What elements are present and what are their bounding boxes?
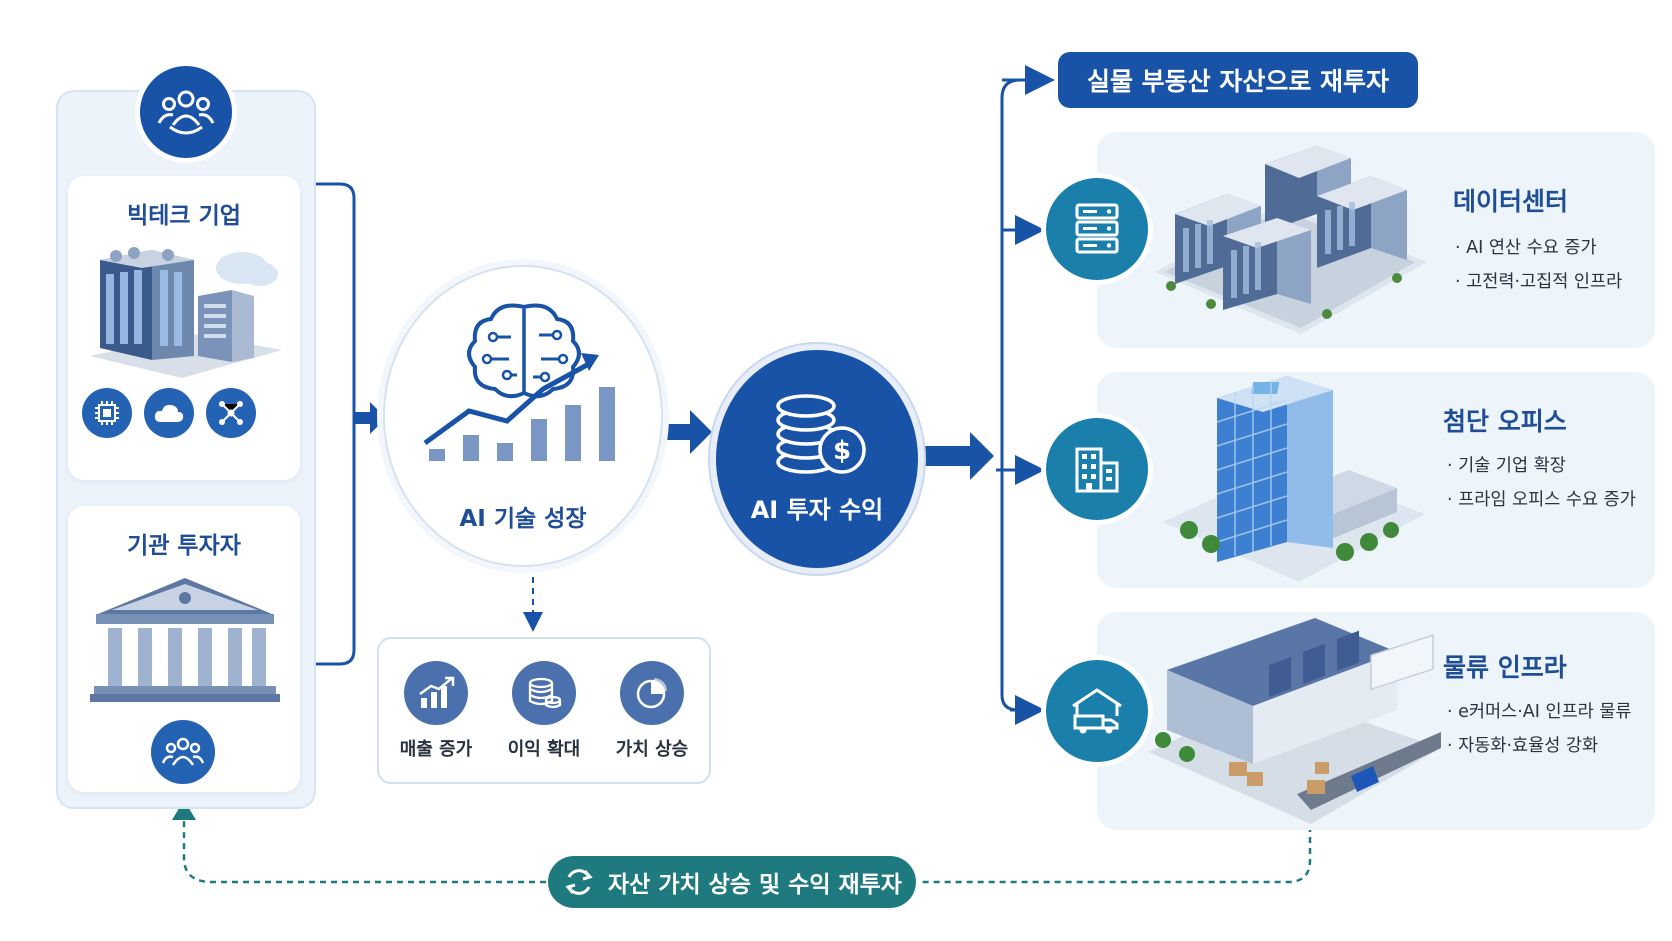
office-building-icon <box>1046 418 1148 520</box>
asset-title-office: 첨단 오피스 <box>1443 407 1567 436</box>
network-icon <box>206 388 256 438</box>
arrow-to-assets <box>920 432 994 480</box>
ai-brain-growth-icon <box>423 303 615 461</box>
asset-bullet-datacenter-1: AI 연산 수요 증가 <box>1455 234 1596 259</box>
result-label-value: 가치 상승 <box>615 739 689 760</box>
bank-building-illustration <box>90 578 280 702</box>
result-label-sales: 매출 증가 <box>399 739 473 760</box>
chip-icon <box>82 388 132 438</box>
coin-stack-icon <box>512 661 576 725</box>
result-item-value: 가치 상승 <box>607 661 697 761</box>
asset-card-datacenter: 데이터센터 AI 연산 수요 증가 고전력·고집적 인프라 <box>1097 132 1655 348</box>
result-item-profit: 이익 확대 <box>499 661 589 761</box>
ai-growth-node: AI 기술 성장 <box>383 265 663 567</box>
asset-title-datacenter: 데이터센터 <box>1453 187 1569 216</box>
server-rack-icon <box>1046 178 1148 280</box>
refresh-cycle-icon <box>565 869 593 895</box>
source-bracket <box>312 182 356 666</box>
distribution-trunk <box>1000 78 1021 712</box>
cloud-icon <box>144 388 194 438</box>
asset-bullet-logistics-2: 자동화·효율성 강화 <box>1447 732 1598 757</box>
bar-growth-icon <box>404 661 468 725</box>
server-building-illustration <box>90 247 282 378</box>
ai-revenue-label: AI 투자 수익 <box>750 496 884 524</box>
bigtech-card: 빅테크 기업 <box>68 176 300 480</box>
ai-revenue-node: $ AI 투자 수익 <box>716 350 918 568</box>
ai-growth-label: AI 기술 성장 <box>459 506 587 532</box>
reinvestment-loop-banner: 자산 가치 상승 및 수익 재투자 <box>548 856 916 908</box>
asset-card-office: 첨단 오피스 기술 기업 확장 프라임 오피스 수요 증가 <box>1097 372 1655 588</box>
result-item-sales: 매출 증가 <box>391 661 481 761</box>
asset-bullet-office-2: 프라임 오피스 수요 증가 <box>1447 486 1636 511</box>
financial-results-box: 매출 증가 이익 확대 가치 상승 <box>377 637 711 784</box>
datacenter-illustration <box>1155 146 1427 334</box>
warehouse-truck-icon <box>1046 660 1148 762</box>
investor-group-icon <box>140 66 232 158</box>
warehouse-illustration <box>1149 618 1441 824</box>
arrow-to-growth <box>354 402 386 434</box>
office-tower-illustration <box>1163 376 1425 582</box>
result-label-profit: 이익 확대 <box>507 739 581 760</box>
reinvest-banner: 실물 부동산 자산으로 재투자 <box>1058 52 1418 108</box>
coin-dollar-icon: $ <box>776 394 866 474</box>
asset-bullet-office-1: 기술 기업 확장 <box>1447 452 1566 477</box>
institutional-card: 기관 투자자 <box>68 506 300 792</box>
pie-chart-icon <box>620 661 684 725</box>
svg-text:$: $ <box>833 436 851 466</box>
bigtech-title: 빅테크 기업 <box>127 203 241 229</box>
reinvestment-loop-label: 자산 가치 상승 및 수익 재투자 <box>608 872 902 898</box>
asset-bullet-logistics-1: e커머스·AI 인프라 물류 <box>1447 698 1631 723</box>
institutional-title: 기관 투자자 <box>127 533 241 559</box>
asset-bullet-datacenter-2: 고전력·고집적 인프라 <box>1455 268 1622 293</box>
investor-people-icon <box>151 720 215 784</box>
asset-title-logistics: 물류 인프라 <box>1443 653 1567 682</box>
arrow-to-revenue <box>662 410 712 454</box>
asset-card-logistics: 물류 인프라 e커머스·AI 인프라 물류 자동화·효율성 강화 <box>1097 612 1655 830</box>
